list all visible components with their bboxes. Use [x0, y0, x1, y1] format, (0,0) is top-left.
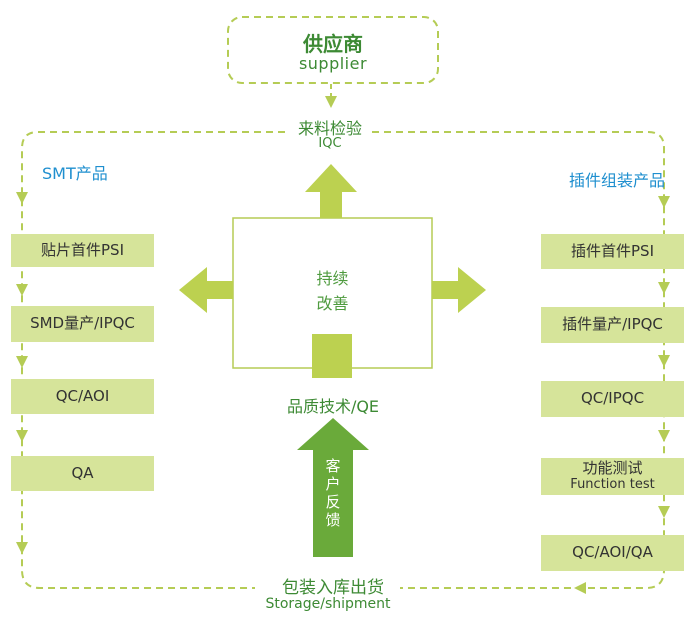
left-step-qa: QA [11, 456, 154, 491]
dip-branch-title: 插件组装产品 [568, 171, 665, 190]
left-step-smd-label: SMD量产/IPQC [30, 314, 135, 333]
feedback-char-4: 馈 [325, 511, 341, 529]
right-step-qc-ipqc-label: QC/IPQC [580, 389, 645, 408]
qe-block [312, 334, 352, 378]
feedback-char-1: 客 [325, 457, 341, 475]
iqc-label-zh: 来料检验 [297, 119, 362, 138]
center-line2: 改善 [316, 294, 349, 313]
iqc-label-en: IQC [318, 136, 342, 151]
storage-label-en: Storage/shipment [265, 596, 391, 612]
right-step-psi: 插件首件PSI [541, 234, 684, 269]
supplier-title-zh: 供应商 [303, 32, 363, 56]
feedback-char-3: 反 [325, 493, 341, 511]
left-step-psi-label: 贴片首件PSI [41, 240, 124, 259]
right-step-psi-label: 插件首件PSI [571, 241, 654, 260]
left-step-smd: SMD量产/IPQC [11, 306, 154, 342]
main-loop-path-right [372, 131, 665, 589]
right-step-qc-aoi-qa: QC/AOI/QA [541, 535, 684, 571]
supplier-box [227, 16, 439, 84]
right-step-mass-label: 插件量产/IPQC [562, 315, 663, 334]
right-step-function-test: 功能测试 Function test [541, 458, 684, 495]
right-step-mass: 插件量产/IPQC [541, 307, 684, 343]
feedback-arrow [297, 418, 369, 557]
left-arrow [179, 267, 233, 313]
up-arrow [305, 164, 357, 218]
bottom-right-arrowhead [574, 582, 586, 594]
right-step-qc-ipqc: QC/IPQC [541, 381, 684, 417]
left-arrowheads [16, 192, 28, 554]
supplier-title-en: supplier [298, 54, 368, 73]
right-step-function-test-label: 功能测试 [582, 459, 643, 478]
left-step-psi: 贴片首件PSI [11, 234, 154, 267]
storage-label-zh: 包装入库出货 [282, 578, 384, 598]
right-arrow [432, 267, 486, 313]
right-step-qc-aoi-qa-label: QC/AOI/QA [572, 543, 653, 562]
left-step-qa-label: QA [71, 463, 94, 482]
right-step-function-test-sub: Function test [570, 476, 655, 492]
smt-branch-title: SMT产品 [42, 164, 108, 183]
supplier-to-iqc-arrow [325, 84, 337, 108]
qe-label: 品质技术/QE [286, 397, 380, 416]
center-line1: 持续 [316, 269, 349, 288]
left-step-qc-aoi: QC/AOI [11, 379, 154, 414]
right-arrowheads [658, 196, 670, 518]
left-step-qc-aoi-label: QC/AOI [55, 386, 110, 405]
feedback-char-2: 户 [325, 475, 341, 493]
feedback-text: 客 户 反 馈 [324, 457, 342, 529]
